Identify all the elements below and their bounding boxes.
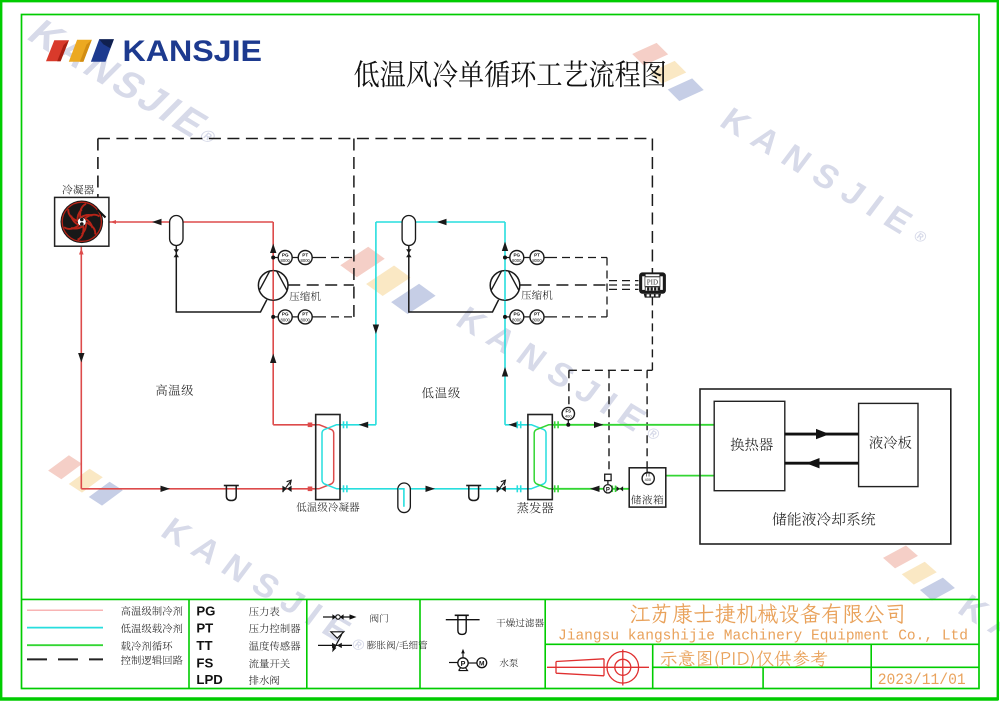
svg-text:PG: PG bbox=[282, 312, 289, 317]
svg-text:PT: PT bbox=[534, 252, 540, 257]
svg-text:LPD: LPD bbox=[196, 672, 222, 687]
svg-text:8000: 8000 bbox=[512, 318, 522, 323]
svg-text:P: P bbox=[606, 487, 610, 493]
svg-text:PG: PG bbox=[513, 312, 520, 317]
svg-text:PT: PT bbox=[302, 312, 308, 317]
svg-text:PT: PT bbox=[196, 620, 213, 635]
svg-text:400: 400 bbox=[645, 478, 651, 482]
svg-text:2023/11/01: 2023/11/01 bbox=[878, 671, 966, 689]
svg-text:8000: 8000 bbox=[301, 258, 311, 263]
svg-text:8000: 8000 bbox=[281, 318, 291, 323]
svg-text:8000: 8000 bbox=[532, 318, 542, 323]
svg-text:PT: PT bbox=[534, 312, 540, 317]
svg-text:8000: 8000 bbox=[281, 258, 291, 263]
svg-text:8000: 8000 bbox=[301, 318, 311, 323]
svg-text:P: P bbox=[461, 659, 466, 668]
svg-text:400: 400 bbox=[565, 414, 572, 419]
svg-text:TT: TT bbox=[645, 473, 651, 478]
svg-text:PT: PT bbox=[302, 252, 308, 257]
svg-text:TT: TT bbox=[196, 638, 212, 653]
svg-text:Jiangsu kangshijie Machinery E: Jiangsu kangshijie Machinery Equipment C… bbox=[558, 628, 968, 644]
svg-text:PG: PG bbox=[196, 604, 215, 619]
svg-text:FS: FS bbox=[196, 656, 213, 671]
svg-text:FS: FS bbox=[565, 409, 571, 414]
svg-text:PG: PG bbox=[282, 252, 289, 257]
svg-text:8000: 8000 bbox=[512, 258, 522, 263]
svg-text:M: M bbox=[479, 660, 485, 667]
svg-text:PID: PID bbox=[647, 279, 658, 287]
svg-text:PG: PG bbox=[513, 252, 520, 257]
svg-text:8000: 8000 bbox=[532, 258, 542, 263]
svg-text:KANSJIE: KANSJIE bbox=[123, 35, 263, 68]
